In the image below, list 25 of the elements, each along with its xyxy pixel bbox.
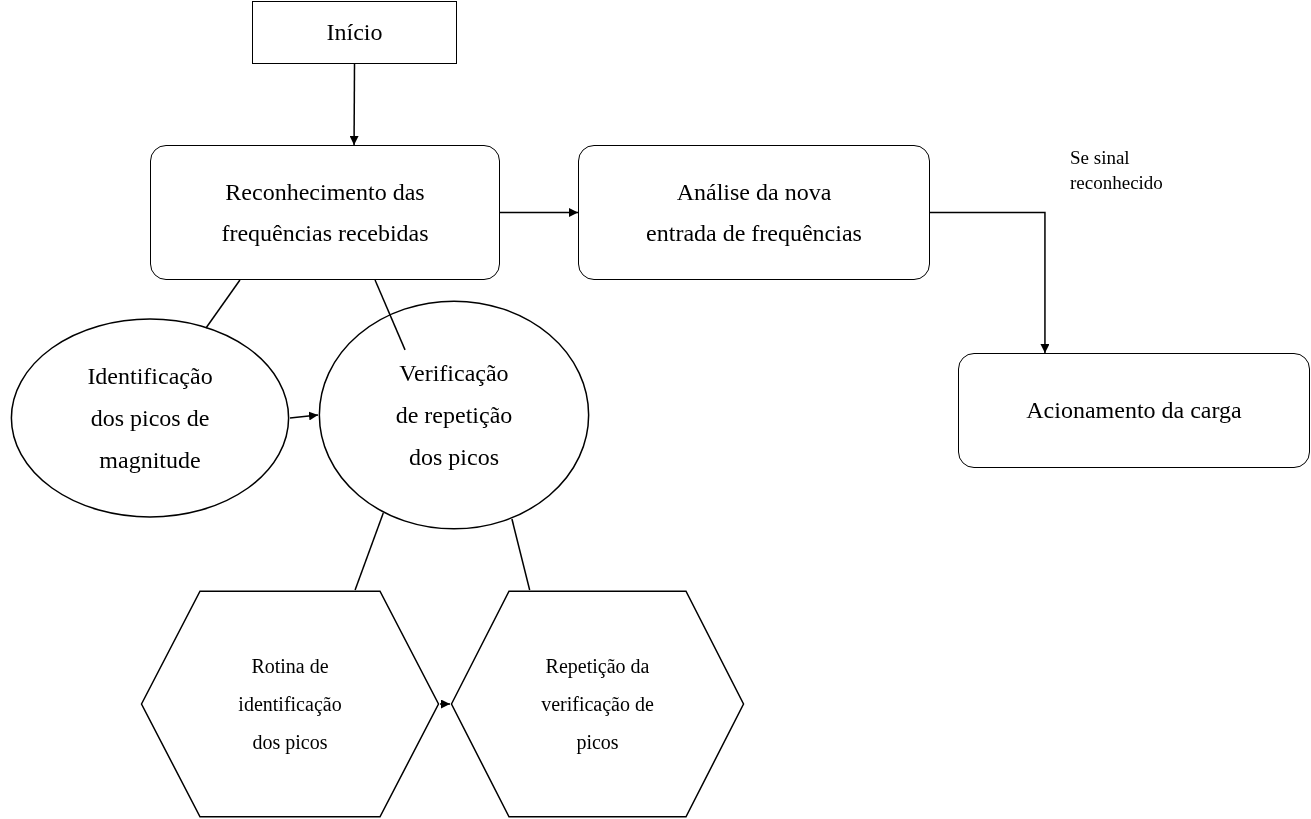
process-ellipse [10,318,290,518]
arrow [349,63,359,146]
connector-line [511,518,531,591]
arrow [289,411,319,421]
node-label: Rotina de identificação dos picos [237,654,343,756]
connector-line [374,279,406,351]
node-label: Identificação dos picos de magnitude [86,362,214,475]
process-hexagon [450,590,745,818]
node-label: Análise da nova entrada de frequências [645,177,863,248]
process-box [958,353,1310,468]
node-label: Início [326,17,383,47]
process-box [150,145,500,280]
process-hexagon [140,590,440,818]
start-box [252,1,457,64]
node-label: Repetição da verificação de picos [540,654,655,756]
connector-line [205,279,241,329]
node-label: Acionamento da carga [1026,395,1242,425]
node-label: Reconhecimento das frequências recebidas [220,177,430,248]
arrow [499,208,579,217]
arrow [929,211,1050,354]
connector-line [354,512,385,591]
process-box [578,145,930,280]
arrow [439,699,451,709]
node-label: Verificação de repetição dos picos [394,359,514,472]
process-ellipse [318,300,590,530]
